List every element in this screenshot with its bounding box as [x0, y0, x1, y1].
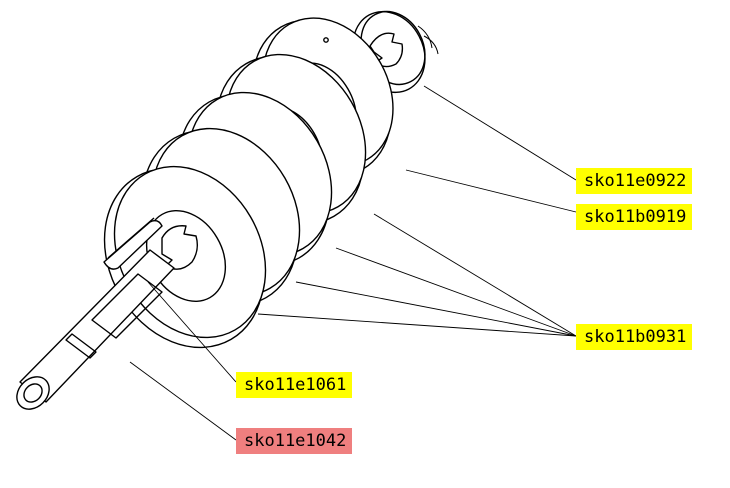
disc-1	[103, 165, 267, 349]
part-label-sko11b0919[interactable]: sko11b0919	[576, 204, 693, 230]
part-label-sko11b0931[interactable]: sko11b0931	[576, 324, 693, 350]
part-label-sko11e0922[interactable]: sko11e0922	[576, 168, 693, 194]
leader-sko11b0931-c	[295, 281, 577, 337]
leader-sko11b0919	[405, 169, 577, 213]
leader-sko11e0922	[423, 85, 577, 181]
part-label-sko11e1042[interactable]: sko11e1042	[236, 428, 353, 454]
key	[103, 217, 163, 270]
leader-sko11b0931-a	[373, 213, 577, 337]
leader-sko11b0931-d	[257, 313, 577, 337]
part-label-sko11e1061[interactable]: sko11e1061	[236, 372, 353, 398]
leader-sko11e1042	[129, 361, 237, 441]
leader-sko11e1061	[147, 281, 237, 383]
leader-lines	[129, 85, 577, 441]
shaft	[16, 249, 175, 410]
leader-sko11b0931-b	[335, 247, 577, 337]
